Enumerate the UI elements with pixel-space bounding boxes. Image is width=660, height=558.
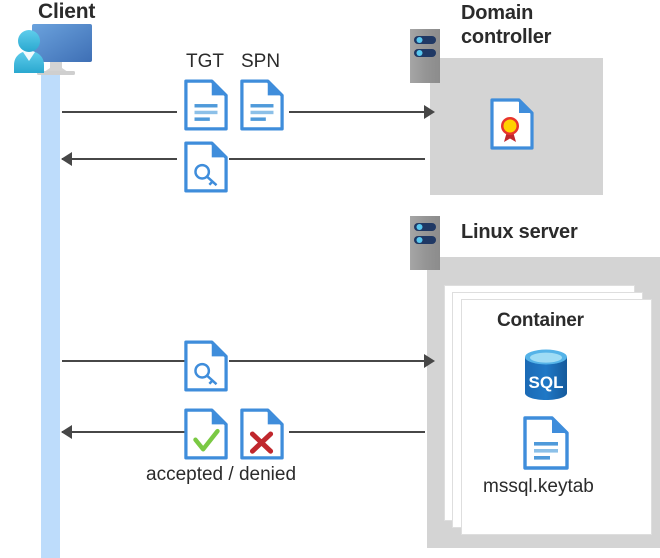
container-card-front: [461, 299, 652, 535]
accepted-denied-caption: accepted / denied: [146, 464, 297, 485]
arrow-line-segment: [229, 360, 425, 362]
cross-document-icon: [240, 408, 284, 465]
keytab-document-icon: [522, 416, 570, 475]
sql-label: SQL: [529, 373, 564, 392]
document-icon: [240, 79, 284, 136]
page-title-client: Client: [38, 0, 96, 23]
arrow-line-segment: [289, 111, 425, 113]
arrow-head-left: [61, 152, 72, 166]
client-lifeline: [41, 72, 60, 558]
keytab-filename-label: mssql.keytab: [483, 476, 594, 497]
user-monitor-icon: [8, 22, 104, 89]
tgt-label: TGT: [186, 51, 224, 72]
arrow-head-right: [424, 105, 435, 119]
key-document-icon: [184, 340, 228, 397]
arrow-line-segment: [289, 431, 425, 433]
server-rack-icon: [410, 29, 440, 88]
arrow-line-segment: [62, 431, 186, 433]
arrow-line-segment: [62, 158, 177, 160]
certificate-document-icon: [490, 98, 534, 155]
spn-label: SPN: [241, 51, 281, 72]
sql-database-icon: SQL: [522, 348, 570, 407]
arrow-head-left: [61, 425, 72, 439]
document-icon: [184, 79, 228, 136]
container-title: Container: [497, 310, 584, 331]
check-document-icon: [184, 408, 228, 465]
page-title-linux-server: Linux server: [461, 221, 578, 243]
page-title-domain-controller: Domain controller: [461, 2, 552, 48]
arrow-head-right: [424, 354, 435, 368]
server-rack-icon: [410, 216, 440, 275]
arrow-line-segment: [62, 360, 186, 362]
arrow-line-segment: [62, 111, 177, 113]
key-document-icon: [184, 141, 228, 198]
arrow-line-segment: [229, 158, 425, 160]
